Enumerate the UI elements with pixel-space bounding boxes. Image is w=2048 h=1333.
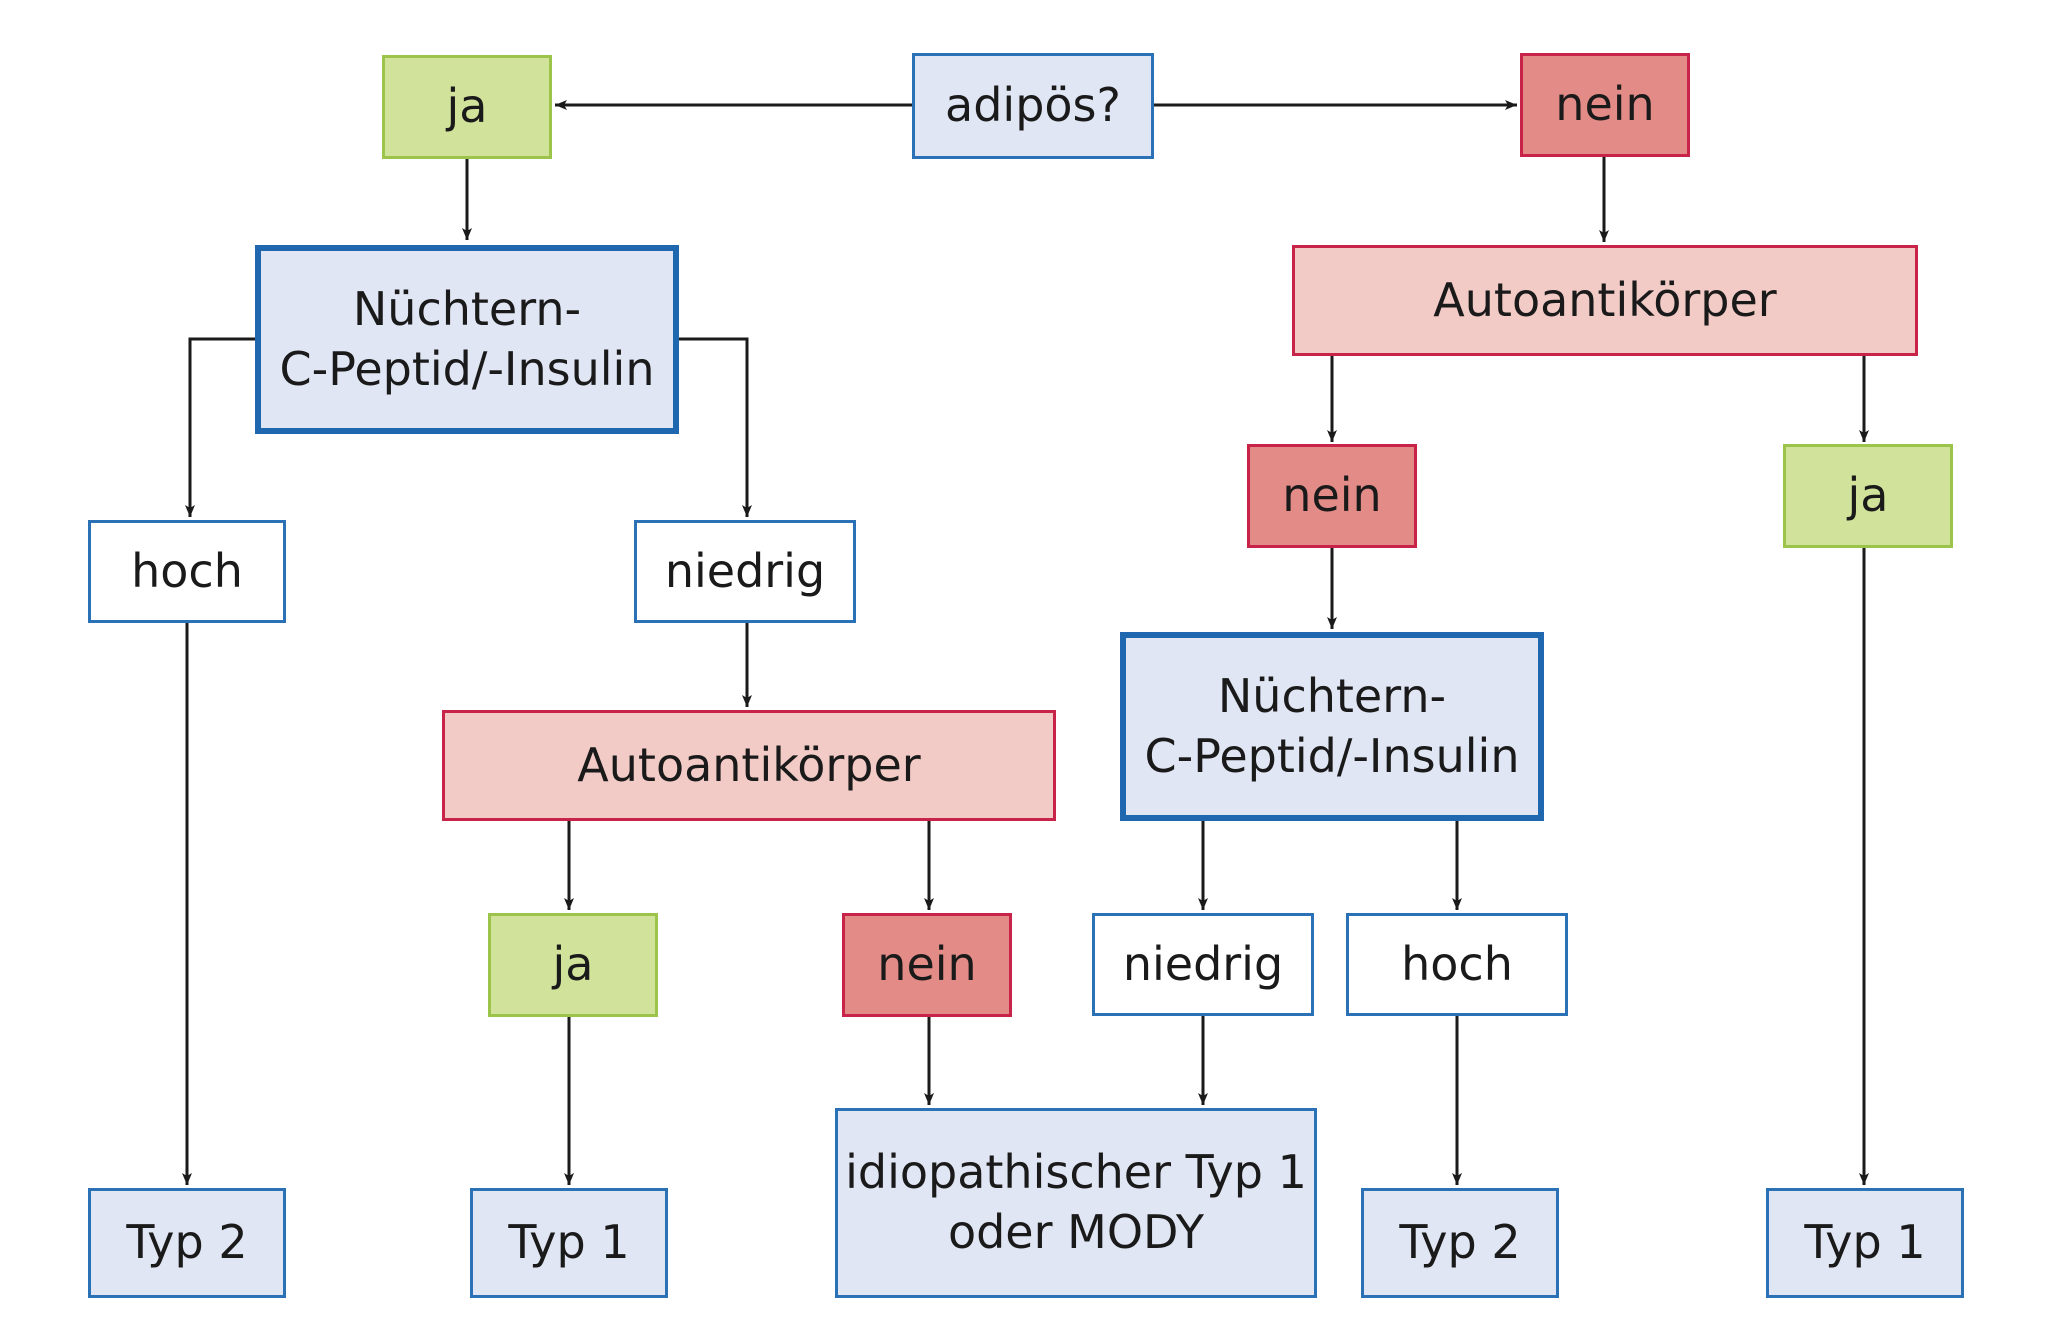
result-idiopathic-line2: oder MODY bbox=[947, 1205, 1205, 1259]
node-right-autoantibodies: Autoantikörper bbox=[1292, 245, 1918, 356]
result-idiopathic-or-mody: idiopathischer Typ 1 oder MODY bbox=[835, 1108, 1317, 1298]
node-left-low: niedrig bbox=[634, 520, 856, 623]
node-obese-question-label: adipös? bbox=[945, 78, 1121, 133]
node-right-no: nein bbox=[1520, 53, 1690, 157]
node-left-high: hoch bbox=[88, 520, 286, 623]
node-right-ab-no: nein bbox=[1247, 444, 1417, 548]
result-right-type1-label: Typ 1 bbox=[1804, 1215, 1926, 1270]
result-right-type1: Typ 1 bbox=[1766, 1188, 1964, 1298]
arrow-cpeptide-to-left-low bbox=[677, 337, 752, 517]
result-left-type1-label: Typ 1 bbox=[508, 1215, 630, 1270]
node-right-high-label: hoch bbox=[1401, 936, 1513, 991]
node-left-ab-no-label: nein bbox=[877, 937, 977, 992]
node-left-ab-yes: ja bbox=[488, 913, 658, 1017]
node-right-ab-yes-label: ja bbox=[1847, 468, 1889, 523]
node-right-ab-no-label: nein bbox=[1282, 468, 1382, 523]
node-right-ab-yes: ja bbox=[1783, 444, 1953, 548]
node-right-cpeptide: Nüchtern- C-Peptid/-Insulin bbox=[1120, 632, 1544, 821]
node-right-cpeptide-line1: Nüchtern- bbox=[1217, 668, 1447, 723]
node-left-yes-label: ja bbox=[446, 79, 488, 134]
result-left-type2-label: Typ 2 bbox=[126, 1215, 248, 1270]
node-right-low-label: niedrig bbox=[1122, 936, 1284, 991]
node-left-ab-no: nein bbox=[842, 913, 1012, 1017]
node-left-cpeptide-line1: Nüchtern- bbox=[352, 281, 582, 336]
node-right-autoantibodies-label: Autoantikörper bbox=[1433, 272, 1777, 327]
node-right-high: hoch bbox=[1346, 913, 1568, 1016]
node-right-no-label: nein bbox=[1555, 77, 1655, 132]
node-left-high-label: hoch bbox=[131, 543, 243, 598]
result-left-type1: Typ 1 bbox=[470, 1188, 668, 1298]
node-left-cpeptide: Nüchtern- C-Peptid/-Insulin bbox=[255, 245, 679, 434]
node-left-cpeptide-line2: C-Peptid/-Insulin bbox=[279, 341, 655, 396]
result-right-type2-label: Typ 2 bbox=[1399, 1215, 1521, 1270]
result-right-type2: Typ 2 bbox=[1361, 1188, 1559, 1298]
result-left-type2: Typ 2 bbox=[88, 1188, 286, 1298]
node-left-ab-yes-label: ja bbox=[552, 937, 594, 992]
arrow-cpeptide-to-left-high bbox=[185, 337, 255, 517]
node-right-cpeptide-line2: C-Peptid/-Insulin bbox=[1144, 728, 1520, 783]
node-obese-question: adipös? bbox=[912, 53, 1154, 159]
node-left-yes: ja bbox=[382, 55, 552, 159]
node-left-autoantibodies: Autoantikörper bbox=[442, 710, 1056, 821]
node-left-low-label: niedrig bbox=[664, 543, 826, 598]
node-left-autoantibodies-label: Autoantikörper bbox=[577, 737, 921, 792]
result-idiopathic-line1: idiopathischer Typ 1 bbox=[845, 1145, 1307, 1200]
node-right-low: niedrig bbox=[1092, 913, 1314, 1016]
